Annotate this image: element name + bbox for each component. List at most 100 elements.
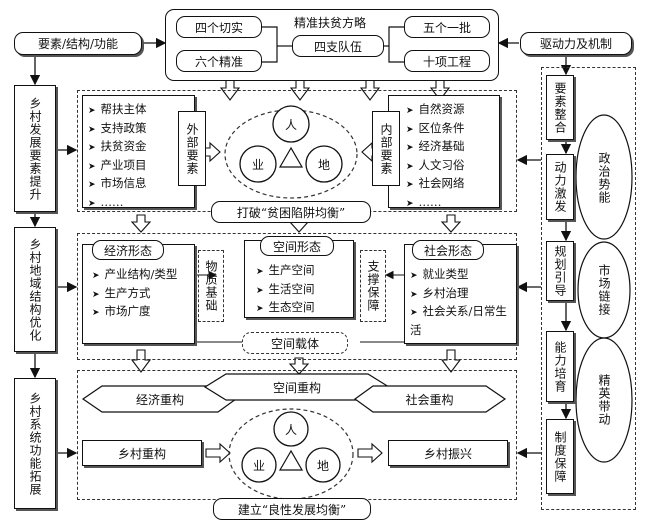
- strategy-left-bottom: 六个精准: [176, 50, 262, 72]
- internal-item: 社会网络: [406, 175, 465, 194]
- break-label-box: 打破“贫困陷阱均衡”: [211, 201, 371, 223]
- external-list: 帮扶主体 支持政策 扶贫资金 产业项目 市场信息 ……: [88, 101, 147, 212]
- internal-label-box: 内部要素: [372, 111, 400, 186]
- triangle2-top-label: 人: [284, 422, 297, 437]
- strategy-left-top: 四个切实: [176, 16, 262, 38]
- stage-3-box: 乡村系统功能拓展: [14, 378, 56, 509]
- mech-5-label: 制度保障: [553, 430, 567, 483]
- mech-4-box: 能力培育: [546, 331, 574, 402]
- space-title: 空间形态: [260, 236, 334, 256]
- stage-2-box: 乡村地域结构优化: [14, 227, 56, 352]
- circle-di-2: [305, 447, 341, 483]
- header-driver-box: 驱动力及机制: [520, 32, 632, 55]
- hollow-arrow-rc: [205, 442, 231, 464]
- stage-1-box: 乡村发展要素提升: [14, 85, 56, 212]
- strategy-center: 四支队伍: [292, 35, 384, 57]
- space-carrier-box: 空间载体: [242, 332, 348, 354]
- mech-4-label: 能力培育: [553, 340, 567, 393]
- external-item: 产业项目: [88, 157, 147, 176]
- material-basis-box: 物质基础: [198, 250, 224, 322]
- space-item: 生活空间: [256, 281, 315, 300]
- social-item: 社会关系/日常生活: [410, 303, 514, 338]
- external-label: 外部要素: [185, 122, 199, 175]
- support-label: 支撑保障: [366, 260, 380, 312]
- triangle-right-label: 地: [317, 157, 330, 172]
- mech-5-box: 制度保障: [546, 419, 574, 494]
- reconstruct-social: 社会重构: [405, 392, 454, 407]
- circle-ren-2: [273, 411, 309, 447]
- driver-panel: [541, 67, 636, 510]
- external-item: 帮扶主体: [88, 101, 147, 120]
- social-title: 社会形态: [412, 240, 484, 260]
- external-item: 支持政策: [88, 120, 147, 139]
- internal-item: 人文习俗: [406, 157, 465, 176]
- strategy-title: 精准扶贫方略: [293, 15, 366, 30]
- economic-list: 产业结构/类型 生产方式 市场广度: [92, 266, 192, 322]
- hollow-arrow-10: [440, 349, 462, 373]
- internal-list: 自然资源 区位条件 经济基础 人文习俗 社会网络 ……: [406, 101, 465, 212]
- rural-reconstruct-box: 乡村重构: [82, 440, 202, 466]
- triangle2-right-label: 地: [316, 458, 329, 473]
- stage-2-label: 乡村地域结构优化: [28, 237, 42, 342]
- break-label: 打破“贫困陷阱均衡”: [236, 205, 346, 220]
- rural-revival-box: 乡村振兴: [388, 440, 508, 466]
- strategy-right-bottom: 十项工程: [404, 50, 490, 72]
- circle-di-1: [305, 145, 343, 183]
- social-item: 乡村治理: [410, 285, 514, 304]
- triangle2-left-label: 业: [252, 458, 265, 473]
- space-item: 生态空间: [256, 299, 315, 318]
- hollow-arrow-7: [440, 214, 462, 233]
- ellipse-political: [575, 114, 633, 240]
- mech-1-label: 要素整合: [553, 81, 567, 134]
- bottom-label: 建立“良性发展均衡”: [237, 502, 347, 517]
- force-elite: 精英带动: [597, 374, 611, 426]
- reconstruct-space: 空间重构: [272, 380, 321, 395]
- economic-item: 产业结构/类型: [92, 266, 192, 285]
- triangle-2: [278, 449, 304, 471]
- circle-ye-2: [241, 447, 277, 483]
- circle-ren-1: [272, 105, 310, 143]
- force-market: 市场链接: [597, 264, 611, 316]
- internal-label: 内部要素: [379, 122, 393, 175]
- hollow-arrow-5: [130, 214, 152, 233]
- material-basis-label: 物质基础: [204, 260, 218, 312]
- mech-1-box: 要素整合: [546, 75, 574, 140]
- stage-1-label: 乡村发展要素提升: [28, 96, 42, 201]
- hollow-arrow-rv: [357, 442, 383, 464]
- space-carrier-label: 空间载体: [270, 336, 319, 351]
- mech-3-label: 规划引导: [553, 245, 567, 297]
- reconstruct-economic: 经济重构: [135, 392, 184, 407]
- force-political: 政治势能: [597, 152, 611, 204]
- internal-item: ……: [406, 194, 465, 213]
- mech-2-box: 动力激发: [546, 154, 574, 220]
- hexagon-social: [353, 385, 507, 413]
- external-item: 扶贫资金: [88, 138, 147, 157]
- space-item: 生产空间: [256, 262, 315, 281]
- economic-item: 生产方式: [92, 285, 192, 304]
- internal-item: 自然资源: [406, 101, 465, 120]
- mech-3-box: 规划引导: [546, 241, 574, 301]
- hollow-arrow-8: [130, 349, 152, 373]
- stage-3-label: 乡村系统功能拓展: [28, 391, 42, 496]
- triangle-left-label: 业: [251, 157, 264, 172]
- header-elements-box: 要素/结构/功能: [14, 32, 142, 55]
- external-label-box: 外部要素: [178, 111, 206, 186]
- space-list: 生产空间 生活空间 生态空间: [256, 262, 315, 318]
- header-elements-label: 要素/结构/功能: [37, 37, 119, 51]
- rural-reconstruct-label: 乡村重构: [117, 446, 166, 461]
- triangle-top-label: 人: [284, 117, 297, 132]
- header-driver-label: 驱动力及机制: [539, 37, 612, 51]
- external-item: 市场信息: [88, 175, 147, 194]
- bottom-label-box: 建立“良性发展均衡”: [213, 498, 371, 520]
- social-list: 就业类型 乡村治理 社会关系/日常生活: [410, 266, 514, 338]
- economic-item: 市场广度: [92, 303, 192, 322]
- rural-revival-label: 乡村振兴: [423, 446, 472, 461]
- support-box: 支撑保障: [360, 250, 386, 322]
- mech-2-label: 动力激发: [553, 161, 567, 213]
- circle-ye-1: [239, 145, 277, 183]
- economic-title: 经济形态: [92, 240, 164, 260]
- triangle-1: [278, 146, 304, 168]
- internal-item: 区位条件: [406, 120, 465, 139]
- strategy-right-top: 五个一批: [404, 16, 490, 38]
